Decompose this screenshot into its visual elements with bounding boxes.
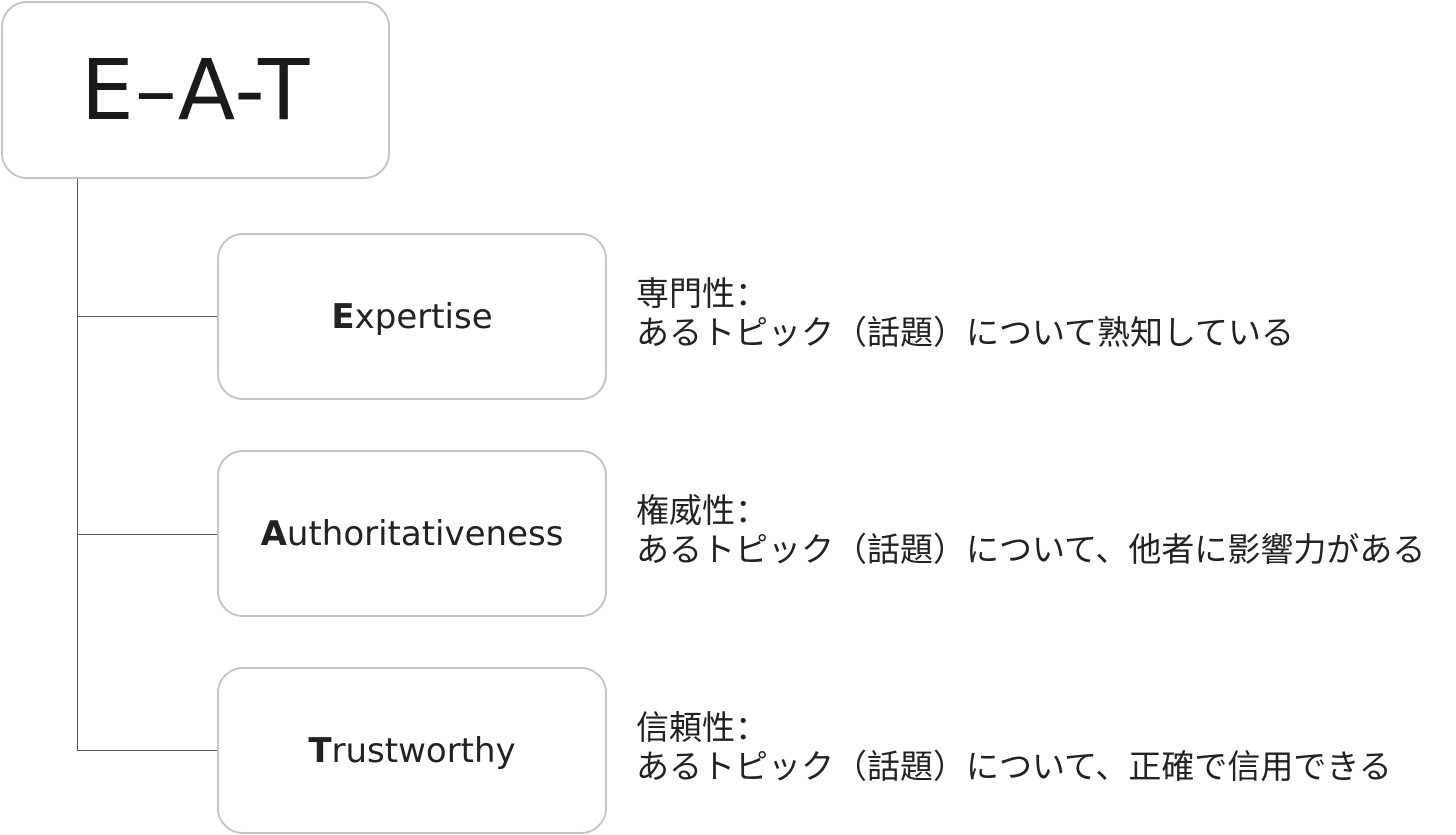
connector-trunk [77, 179, 78, 751]
node-trustworthy-initial: T [308, 730, 332, 771]
connector-branch-trustworthy [77, 750, 217, 751]
description-authoritativeness-heading: 権威性： [636, 491, 768, 530]
connector-branch-expertise [77, 316, 217, 317]
description-expertise-text: あるトピック（話題）について熟知している [636, 313, 1295, 352]
description-trustworthy-text: あるトピック（話題）について、正確で信用できる [636, 747, 1392, 786]
description-trustworthy: 信頼性： あるトピック（話題）について、正確で信用できる [636, 708, 1392, 786]
node-expertise-rest: xpertise [354, 296, 493, 337]
node-authoritativeness-rest: uthoritativeness [286, 513, 564, 554]
node-expertise: Expertise [217, 233, 607, 400]
node-trustworthy-label: Trustworthy [308, 731, 515, 771]
node-authoritativeness: Authoritativeness [217, 450, 607, 617]
node-trustworthy-rest: rustworthy [331, 730, 516, 771]
node-expertise-label: Expertise [331, 297, 492, 337]
root-node-label: E–A-T [80, 41, 311, 139]
node-authoritativeness-label: Authoritativeness [261, 514, 564, 554]
connector-branch-authoritativeness [77, 534, 217, 535]
node-expertise-initial: E [331, 296, 355, 337]
description-expertise: 専門性： あるトピック（話題）について熟知している [636, 274, 1294, 352]
description-expertise-heading: 専門性： [636, 274, 768, 313]
description-trustworthy-heading: 信頼性： [636, 708, 768, 747]
node-authoritativeness-initial: A [260, 513, 287, 554]
description-authoritativeness-text: あるトピック（話題）について、他者に影響力がある [636, 530, 1426, 569]
description-authoritativeness: 権威性： あるトピック（話題）について、他者に影響力がある [636, 491, 1425, 569]
root-node-eat: E–A-T [1, 1, 390, 179]
node-trustworthy: Trustworthy [217, 667, 607, 834]
